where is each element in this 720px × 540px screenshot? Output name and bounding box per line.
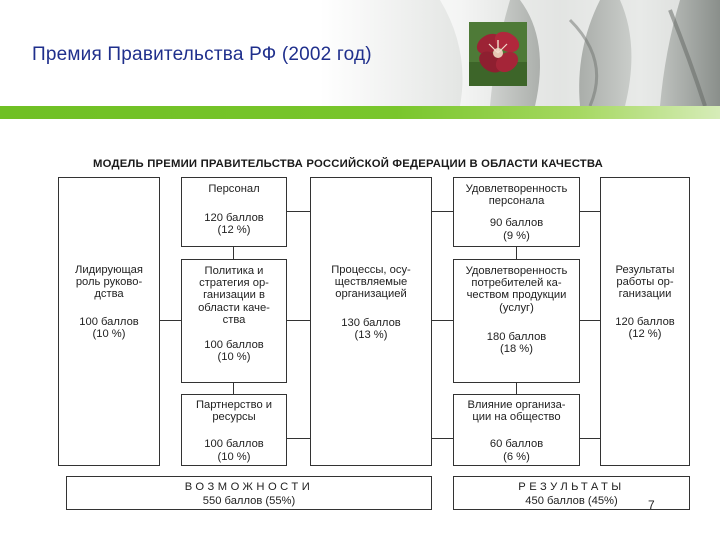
society-impact-box: Влияние организа- ции на общество 60 бал… bbox=[453, 394, 580, 466]
processes-points: 130 баллов (13 %) bbox=[341, 316, 401, 341]
staff-satisfaction-label: Удовлетворенность персонала bbox=[465, 183, 568, 208]
green-accent-bar bbox=[0, 106, 720, 119]
connector-leadership-policy bbox=[160, 320, 181, 322]
connector-society-results bbox=[580, 438, 600, 440]
connector-policy-vertical bbox=[233, 247, 235, 259]
society-impact-label: Влияние организа- ции на общество bbox=[467, 399, 566, 424]
enablers-label: ВОЗМОЖНОСТИ bbox=[184, 481, 314, 493]
customer-satisfaction-box: Удовлетворенность потребителей ка- честв… bbox=[453, 259, 580, 383]
partnership-box: Партнерство и ресурсы 100 баллов (10 %) bbox=[181, 394, 287, 466]
connector-staff-results bbox=[580, 211, 600, 213]
business-results-points: 120 баллов (12 %) bbox=[615, 315, 675, 340]
staff-satisfaction-box: Удовлетворенность персонала 90 баллов (9… bbox=[453, 177, 580, 247]
results-box: РЕЗУЛЬТАТЫ 450 баллов (45%) bbox=[453, 476, 690, 510]
processes-box: Процессы, осу- ществляемые организацией … bbox=[310, 177, 432, 466]
connector-processes-society bbox=[432, 438, 453, 440]
page-number: 7 bbox=[648, 498, 655, 512]
personnel-box: Персонал 120 баллов (12 %) bbox=[181, 177, 287, 247]
diagram-title: МОДЕЛЬ ПРЕМИИ ПРАВИТЕЛЬСТВА РОССИЙСКОЙ Ф… bbox=[93, 158, 604, 170]
connector-partnership-processes bbox=[287, 438, 310, 440]
partnership-points: 100 баллов (10 %) bbox=[204, 438, 264, 463]
processes-label: Процессы, осу- ществляемые организацией bbox=[331, 264, 411, 301]
connector-society-vertical bbox=[516, 383, 518, 394]
partnership-label: Партнерство и ресурсы bbox=[195, 399, 273, 424]
customer-satisfaction-points: 180 баллов (18 %) bbox=[486, 330, 547, 356]
leadership-points: 100 баллов (10 %) bbox=[79, 315, 139, 340]
connector-staff-vertical bbox=[516, 247, 518, 259]
policy-box: Политика и стратегия ор- ганизации в обл… bbox=[181, 259, 287, 383]
leadership-label: Лидирующая роль руково- дства bbox=[75, 264, 143, 301]
results-label: РЕЗУЛЬТАТЫ bbox=[518, 481, 625, 493]
connector-processes-staff bbox=[432, 211, 453, 213]
waterfall-image bbox=[320, 0, 720, 106]
enablers-points: 550 баллов (55%) bbox=[202, 495, 296, 508]
policy-label: Политика и стратегия ор- ганизации в обл… bbox=[198, 265, 270, 326]
staff-satisfaction-points: 90 баллов (9 %) bbox=[489, 217, 544, 242]
policy-points: 100 баллов (10 %) bbox=[204, 339, 264, 364]
leadership-box: Лидирующая роль руково- дства 100 баллов… bbox=[58, 177, 160, 466]
slide-header: Премия Правительства РФ (2002 год) bbox=[0, 0, 720, 120]
connector-partnership-vertical bbox=[233, 383, 235, 394]
connector-policy-processes bbox=[287, 320, 310, 322]
connector-personnel-processes bbox=[287, 211, 310, 213]
personnel-points: 120 баллов (12 %) bbox=[204, 212, 264, 237]
slide-title: Премия Правительства РФ (2002 год) bbox=[32, 44, 372, 65]
results-points: 450 баллов (45%) bbox=[525, 495, 618, 508]
business-results-label: Результаты работы ор- ганизации bbox=[615, 264, 675, 301]
business-results-box: Результаты работы ор- ганизации 120 балл… bbox=[600, 177, 690, 466]
flower-image bbox=[469, 22, 527, 86]
connector-processes-customer bbox=[432, 320, 453, 322]
enablers-box: ВОЗМОЖНОСТИ 550 баллов (55%) bbox=[66, 476, 432, 510]
personnel-label: Персонал bbox=[208, 183, 260, 195]
customer-satisfaction-label: Удовлетворенность потребителей ка- честв… bbox=[465, 265, 568, 314]
connector-customer-results bbox=[580, 320, 600, 322]
society-impact-points: 60 баллов (6 %) bbox=[489, 438, 544, 463]
